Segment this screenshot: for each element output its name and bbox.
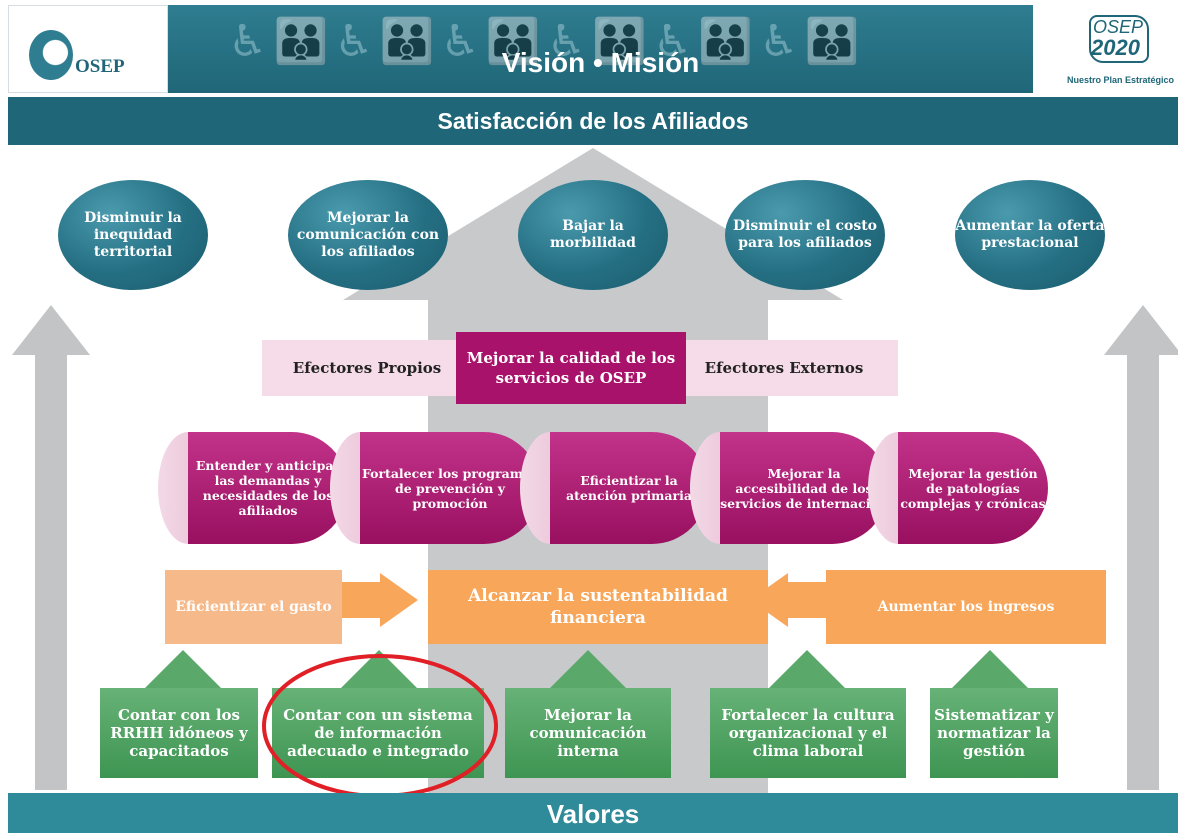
page-title: Visión • Misión <box>501 47 700 78</box>
increase-income-box: Aumentar los ingresos <box>826 570 1106 644</box>
green-up-arrow <box>947 650 1033 693</box>
process-cylinder: Fortalecer los programas de prevención y… <box>360 432 540 544</box>
highlight-ellipse <box>262 654 498 798</box>
values-band: Valores <box>8 793 1178 833</box>
process-cylinder: Eficientizar la atención primaria <box>550 432 708 544</box>
objective-oval: Bajar la morbilidad <box>518 180 668 290</box>
green-up-arrow <box>545 650 631 693</box>
quality-objective-box: Mejorar la calidad de los servicios de O… <box>456 332 686 404</box>
osep-2020-logo: OSEP 2020 Nuestro Plan Estratégico <box>1033 5 1178 93</box>
orange-right-arrow <box>342 573 418 627</box>
external-providers-box: Efectores Externos <box>670 340 898 396</box>
green-up-arrow <box>140 650 226 693</box>
osep-logo: OSEP <box>8 5 168 93</box>
objective-oval: Disminuir la inequidad territorial <box>58 180 208 290</box>
foundation-box: Contar con un sistema de información ade… <box>272 688 484 778</box>
own-providers-box: Efectores Propios <box>262 340 472 396</box>
foundation-box: Sistematizar y normatizar la gestión <box>930 688 1058 778</box>
osep-2020-top: OSEP <box>1093 17 1144 37</box>
orange-left-arrow <box>750 573 826 627</box>
objective-oval: Mejorar la comunicación con los afiliado… <box>288 180 448 290</box>
process-cylinder: Mejorar la gestión de patologías complej… <box>898 432 1048 544</box>
foundation-box: Contar con los RRHH idóneos y capacitado… <box>100 688 258 778</box>
right-side-arrow <box>1104 305 1178 790</box>
financial-sustainability-box: Alcanzar la sustentabilidad financiera <box>428 570 768 644</box>
foundation-box: Fortalecer la cultura organizacional y e… <box>710 688 906 778</box>
osep-logo-icon <box>29 30 73 80</box>
process-cylinder: Mejorar la accesibilidad de los servicio… <box>720 432 888 544</box>
people-icons-pattern: ♿👪♿👪♿👪♿👪♿👪♿👪 <box>228 16 866 67</box>
satisfaction-band: Satisfacción de los Afiliados <box>8 97 1178 145</box>
reduce-spending-box: Eficientizar el gasto <box>165 570 342 644</box>
green-up-arrow <box>336 650 422 693</box>
foundation-box: Mejorar la comunicación interna <box>505 688 671 778</box>
header-banner: ♿👪♿👪♿👪♿👪♿👪♿👪 Visión • Misión <box>168 5 1033 93</box>
left-side-arrow <box>12 305 90 790</box>
objective-oval: Aumentar la oferta prestacional <box>955 180 1105 290</box>
osep-2020-caption: Nuestro Plan Estratégico <box>1066 75 1174 85</box>
osep-logo-text: OSEP <box>75 56 125 77</box>
osep-2020-year: 2020 <box>1091 35 1140 60</box>
objective-oval: Disminuir el costo para los afiliados <box>725 180 885 290</box>
green-up-arrow <box>764 650 850 693</box>
osep-2020-frame <box>1089 15 1149 63</box>
process-cylinder: Entender y anticipar las demandas y nece… <box>188 432 348 544</box>
